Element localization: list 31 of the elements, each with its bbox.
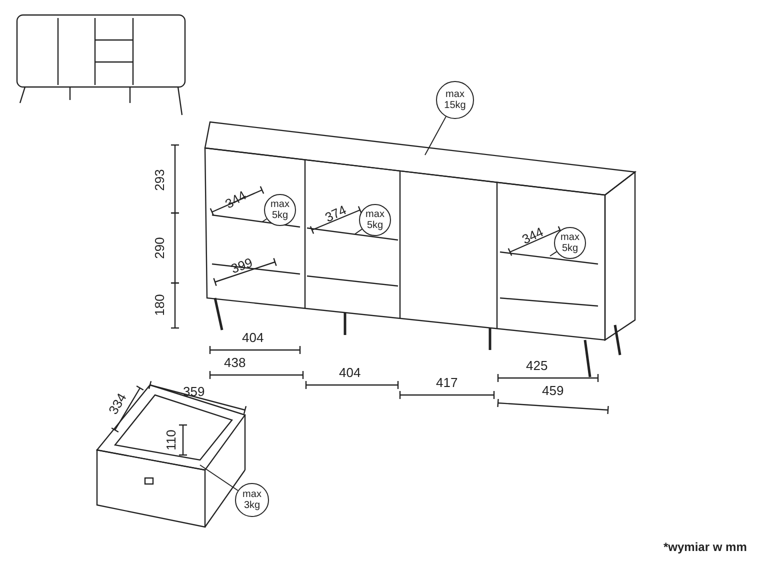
unit-note: *wymiar w mm bbox=[664, 540, 747, 554]
dimension-label: 110 bbox=[164, 430, 178, 450]
dimension-label: 425 bbox=[526, 359, 548, 373]
weight-limit-text: max 5kg bbox=[270, 199, 290, 221]
leader-line bbox=[200, 464, 238, 491]
weight-limit-text: max 5kg bbox=[364, 209, 386, 231]
dimension-label: 180 bbox=[152, 294, 167, 316]
dimension-label: 359 bbox=[183, 385, 205, 399]
leader-line bbox=[262, 218, 268, 222]
dimension-label: 417 bbox=[436, 376, 458, 390]
weight-limit-circle bbox=[436, 81, 474, 119]
weight-limit-circle bbox=[235, 483, 269, 517]
weight-limit-circle bbox=[554, 227, 586, 259]
dimension-label: 374 bbox=[323, 203, 349, 225]
dimension-label: 293 bbox=[152, 169, 167, 191]
dimension-label: 438 bbox=[224, 356, 246, 370]
dimension-label: 399 bbox=[229, 256, 254, 276]
weight-limit-circle bbox=[264, 194, 296, 226]
leader-line bbox=[354, 228, 362, 234]
dimension-label: 404 bbox=[242, 331, 264, 345]
weight-limit-text: max 3kg bbox=[242, 489, 262, 511]
weight-limit-text: max 15kg bbox=[443, 89, 467, 111]
dimension-label: 290 bbox=[152, 237, 167, 259]
leader-line bbox=[550, 251, 558, 256]
dimension-label: 404 bbox=[339, 366, 361, 380]
weight-limit-text: max 5kg bbox=[560, 232, 580, 254]
leader-line bbox=[424, 116, 446, 156]
dimension-label: 334 bbox=[106, 391, 130, 417]
weight-limit-circle bbox=[359, 204, 391, 236]
dimension-label: 459 bbox=[542, 384, 564, 398]
dimension-label: 344 bbox=[520, 225, 546, 247]
